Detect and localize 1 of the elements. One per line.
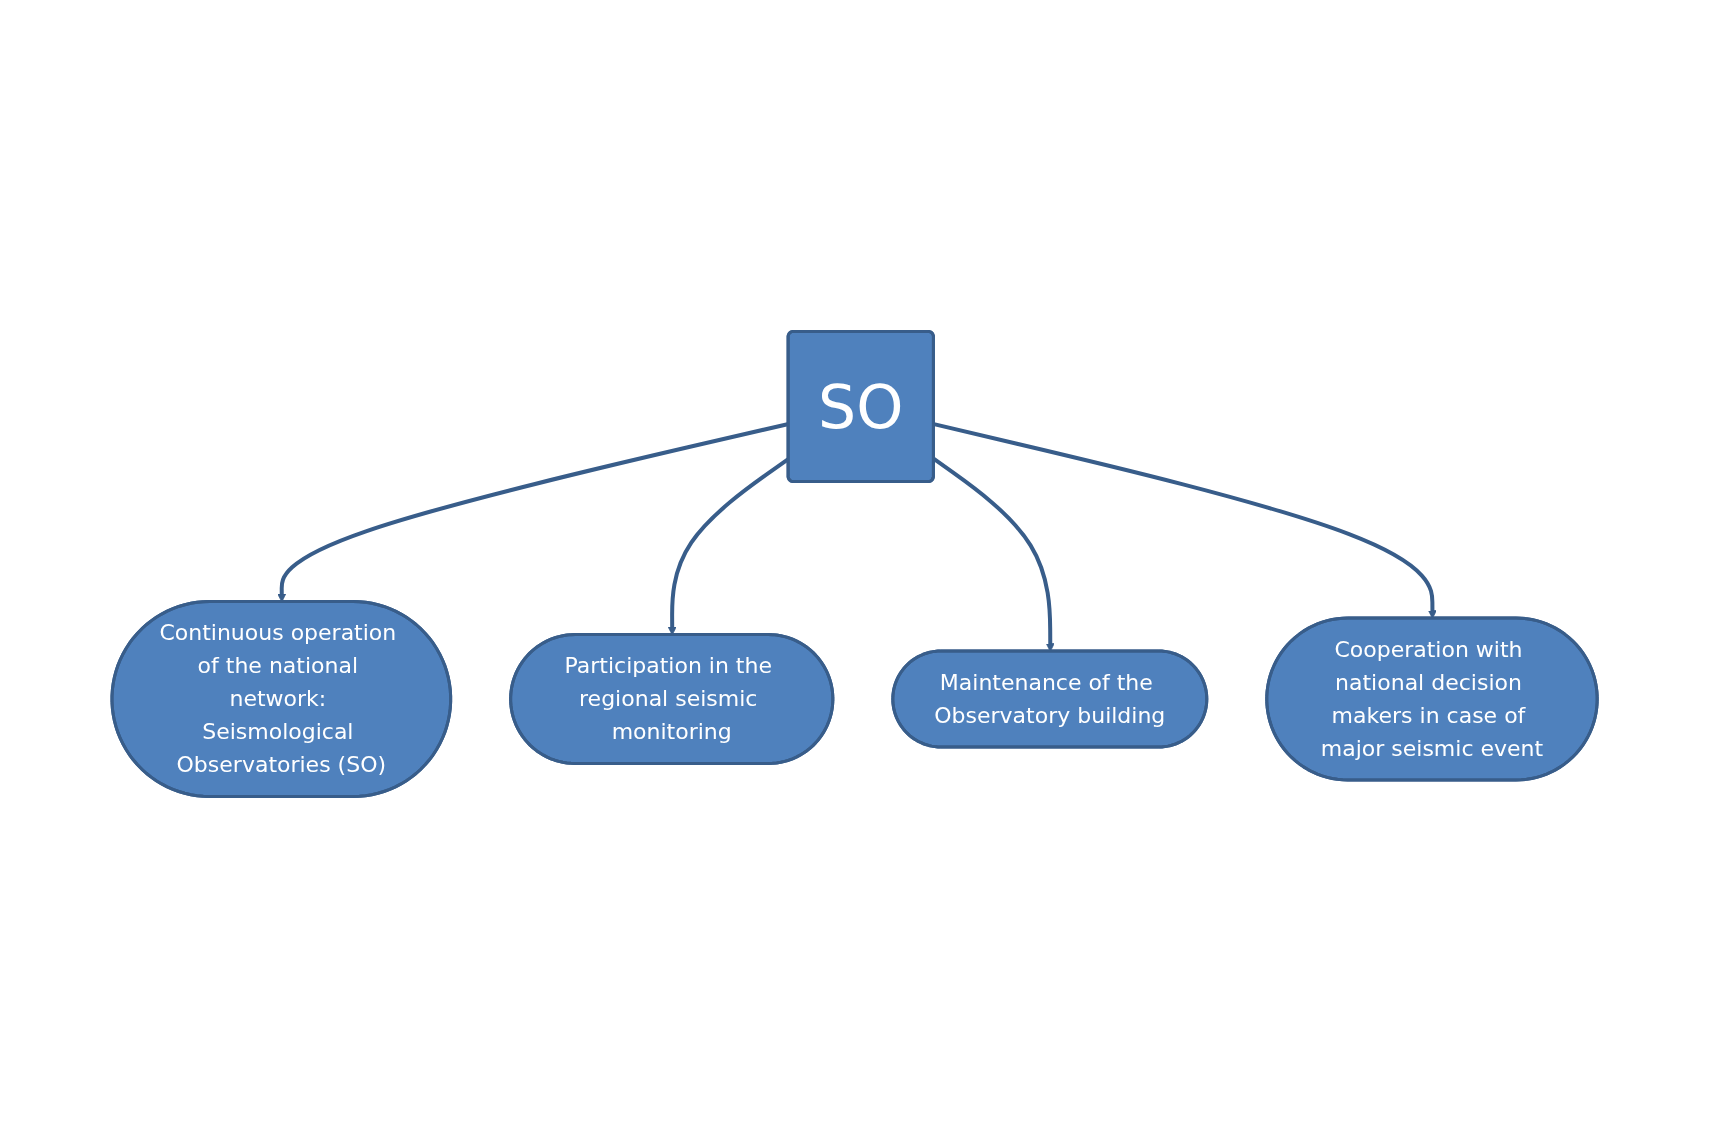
arrow xyxy=(933,422,1437,619)
